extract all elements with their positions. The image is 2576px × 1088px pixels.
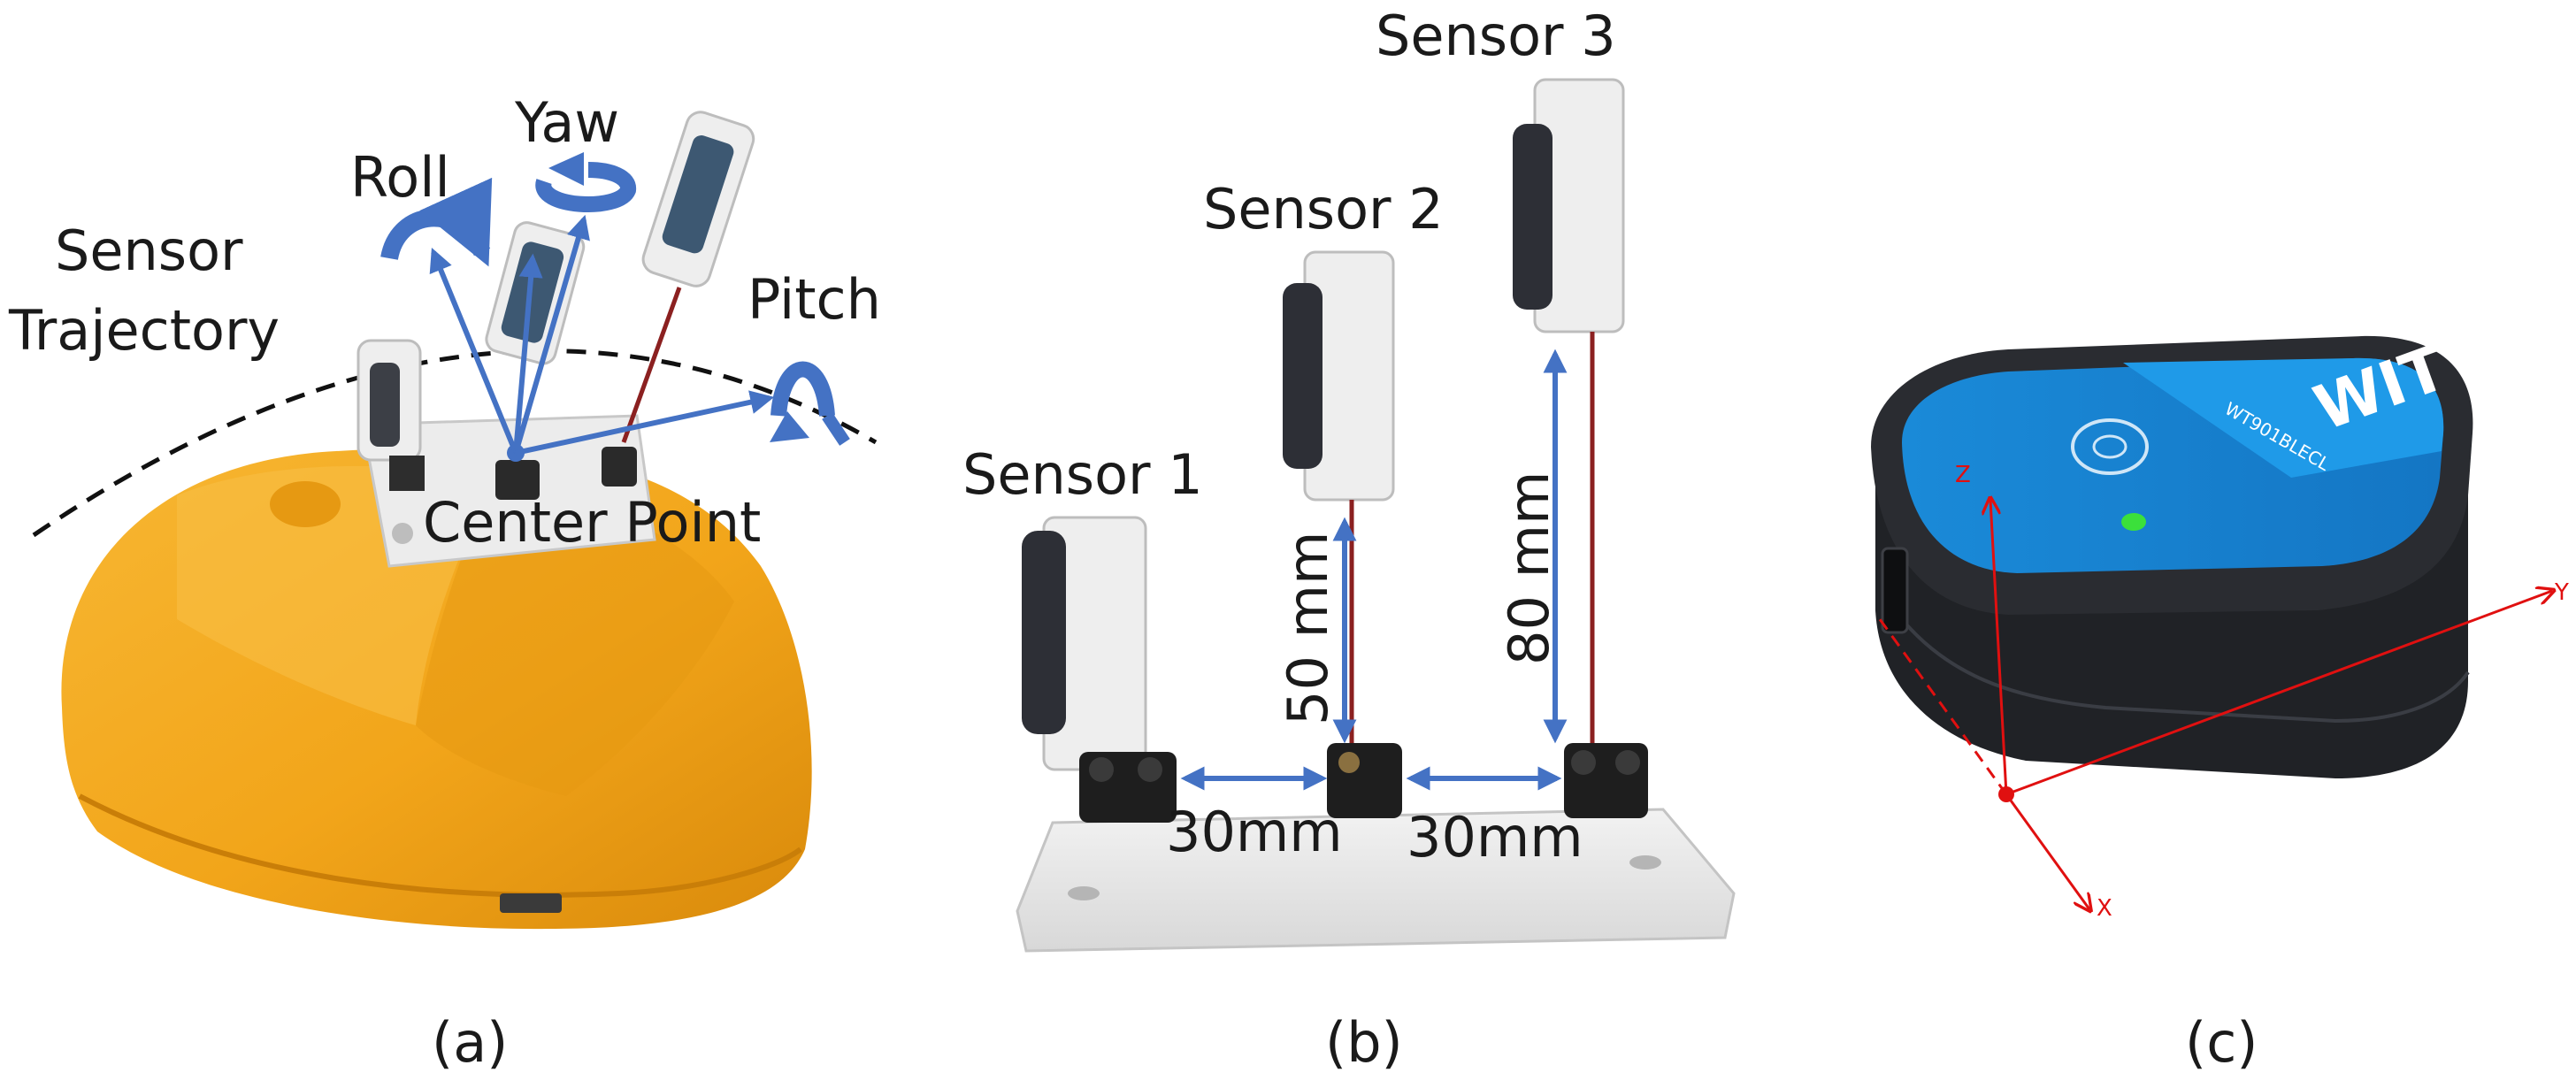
label-sensor-3: Sensor 3 [1376,4,1616,68]
caption-c: (c) [2185,1010,2258,1075]
sensor-b3 [1513,78,1625,761]
vector-yaw [513,214,590,454]
label-gap-2: 30mm [1407,805,1583,870]
axis-z [1990,500,2008,795]
caption-a: (a) [432,1010,508,1075]
label-roll: Roll [350,145,450,210]
label-height-50: 50 mm [1276,532,1340,725]
device-led [2121,513,2146,531]
label-sensor-1: Sensor 1 [962,442,1203,507]
panel-a: Sensor Trajectory Roll Yaw Pitch Center … [8,90,881,1075]
label-sensor-trajectory-1: Sensor [55,218,243,283]
connector-blocks [1079,743,1648,823]
vector-mid [513,253,543,454]
helmet [61,414,812,930]
label-pitch: Pitch [748,267,881,332]
sensor-a1 [356,339,425,491]
label-yaw: Yaw [514,90,619,155]
base-plate [1016,808,1736,953]
label-height-80: 80 mm [1497,471,1561,665]
roll-rotation-icon [380,177,493,267]
yaw-rotation-icon [535,152,636,212]
imu-device: WIT WT901BLECL [1871,331,2473,778]
label-gap-1: 30mm [1166,800,1343,864]
axis-z-label: Z [1955,462,1971,488]
vector-pitch [515,390,775,456]
caption-b: (b) [1325,1010,1403,1075]
device-button [2071,418,2149,475]
vector-roll [429,248,518,455]
sensor-a2 [485,221,586,365]
usb-port [1881,547,1909,634]
axis-y [2005,591,2552,796]
axis-x [2005,793,2089,909]
panel-b: Sensor 1 Sensor 2 Sensor 3 50 mm 80 mm 3… [962,4,1736,1075]
axis-x-label: X [2097,895,2112,922]
pitch-rotation-icon [770,361,850,446]
panel-c: WIT WT901BLECL Z Y X (c) [1871,331,2569,1075]
sensor-a3 [641,111,755,287]
connectors-a [495,447,637,500]
sensor-b2 [1283,250,1395,761]
axis-dashed [1878,618,2008,795]
label-sensor-2: Sensor 2 [1203,177,1444,241]
label-sensor-trajectory-2: Trajectory [8,298,280,363]
axes: Z Y X [1878,462,2569,922]
axis-y-label: Y [2554,579,2569,606]
label-center-point: Center Point [423,490,761,555]
